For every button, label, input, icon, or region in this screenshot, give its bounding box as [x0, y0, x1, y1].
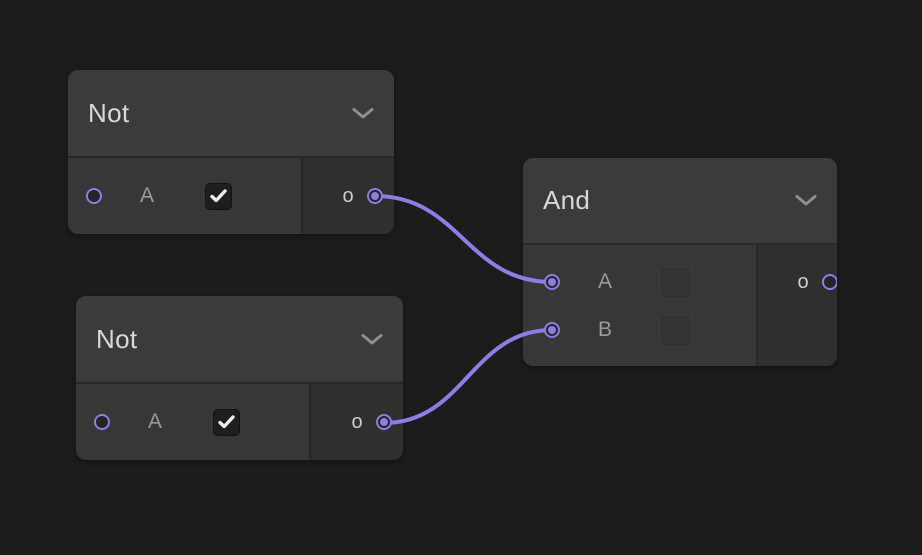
input-row-a: A: [76, 384, 309, 460]
input-label-a: A: [597, 270, 612, 293]
chevron-down-icon[interactable]: [352, 107, 374, 120]
input-port-a[interactable]: [86, 188, 102, 204]
output-label-o: o: [797, 270, 809, 293]
node-not-1[interactable]: Not A: [68, 70, 394, 234]
input-port-a[interactable]: [544, 274, 560, 290]
output-label-o: o: [351, 410, 363, 433]
checkbox-a-disabled: [659, 265, 692, 299]
checkbox-b-disabled: [659, 313, 692, 347]
checkmark-icon: [210, 189, 227, 203]
node-not-2[interactable]: Not A: [76, 296, 403, 460]
output-row-o: o: [758, 258, 837, 306]
checkmark-icon: [218, 415, 235, 429]
output-label-o: o: [342, 184, 354, 207]
outputs-section: o: [309, 384, 403, 460]
node-header[interactable]: Not: [68, 70, 394, 156]
input-label-a: A: [139, 184, 154, 207]
output-port-o[interactable]: [367, 188, 383, 204]
input-port-b[interactable]: [544, 322, 560, 338]
output-port-o[interactable]: [376, 414, 392, 430]
input-label-a: A: [147, 410, 162, 433]
checkbox-a[interactable]: [213, 408, 240, 436]
chevron-down-icon[interactable]: [361, 333, 383, 346]
node-body: A o: [76, 382, 403, 460]
input-port-a[interactable]: [94, 414, 110, 430]
inputs-section: A B: [523, 245, 756, 366]
input-label-b: B: [597, 318, 612, 341]
outputs-section: o: [756, 245, 837, 366]
node-and-1[interactable]: And A B: [523, 158, 837, 366]
input-row-a: A: [523, 258, 756, 306]
output-port-o[interactable]: [822, 274, 837, 290]
output-row-o: o: [311, 384, 403, 460]
input-row-a: A: [68, 158, 301, 234]
node-header[interactable]: And: [523, 158, 837, 243]
node-body: A o: [68, 156, 394, 234]
node-title: Not: [96, 323, 138, 354]
output-row-o: o: [303, 158, 394, 234]
outputs-section: o: [301, 158, 394, 234]
inputs-section: A: [76, 384, 309, 460]
checkbox-a[interactable]: [205, 182, 232, 210]
chevron-down-icon[interactable]: [795, 194, 817, 207]
input-row-b: B: [523, 306, 756, 354]
node-title: Not: [88, 97, 130, 128]
node-header[interactable]: Not: [76, 296, 403, 382]
node-title: And: [543, 185, 591, 215]
node-body: A B o: [523, 243, 837, 366]
inputs-section: A: [68, 158, 301, 234]
